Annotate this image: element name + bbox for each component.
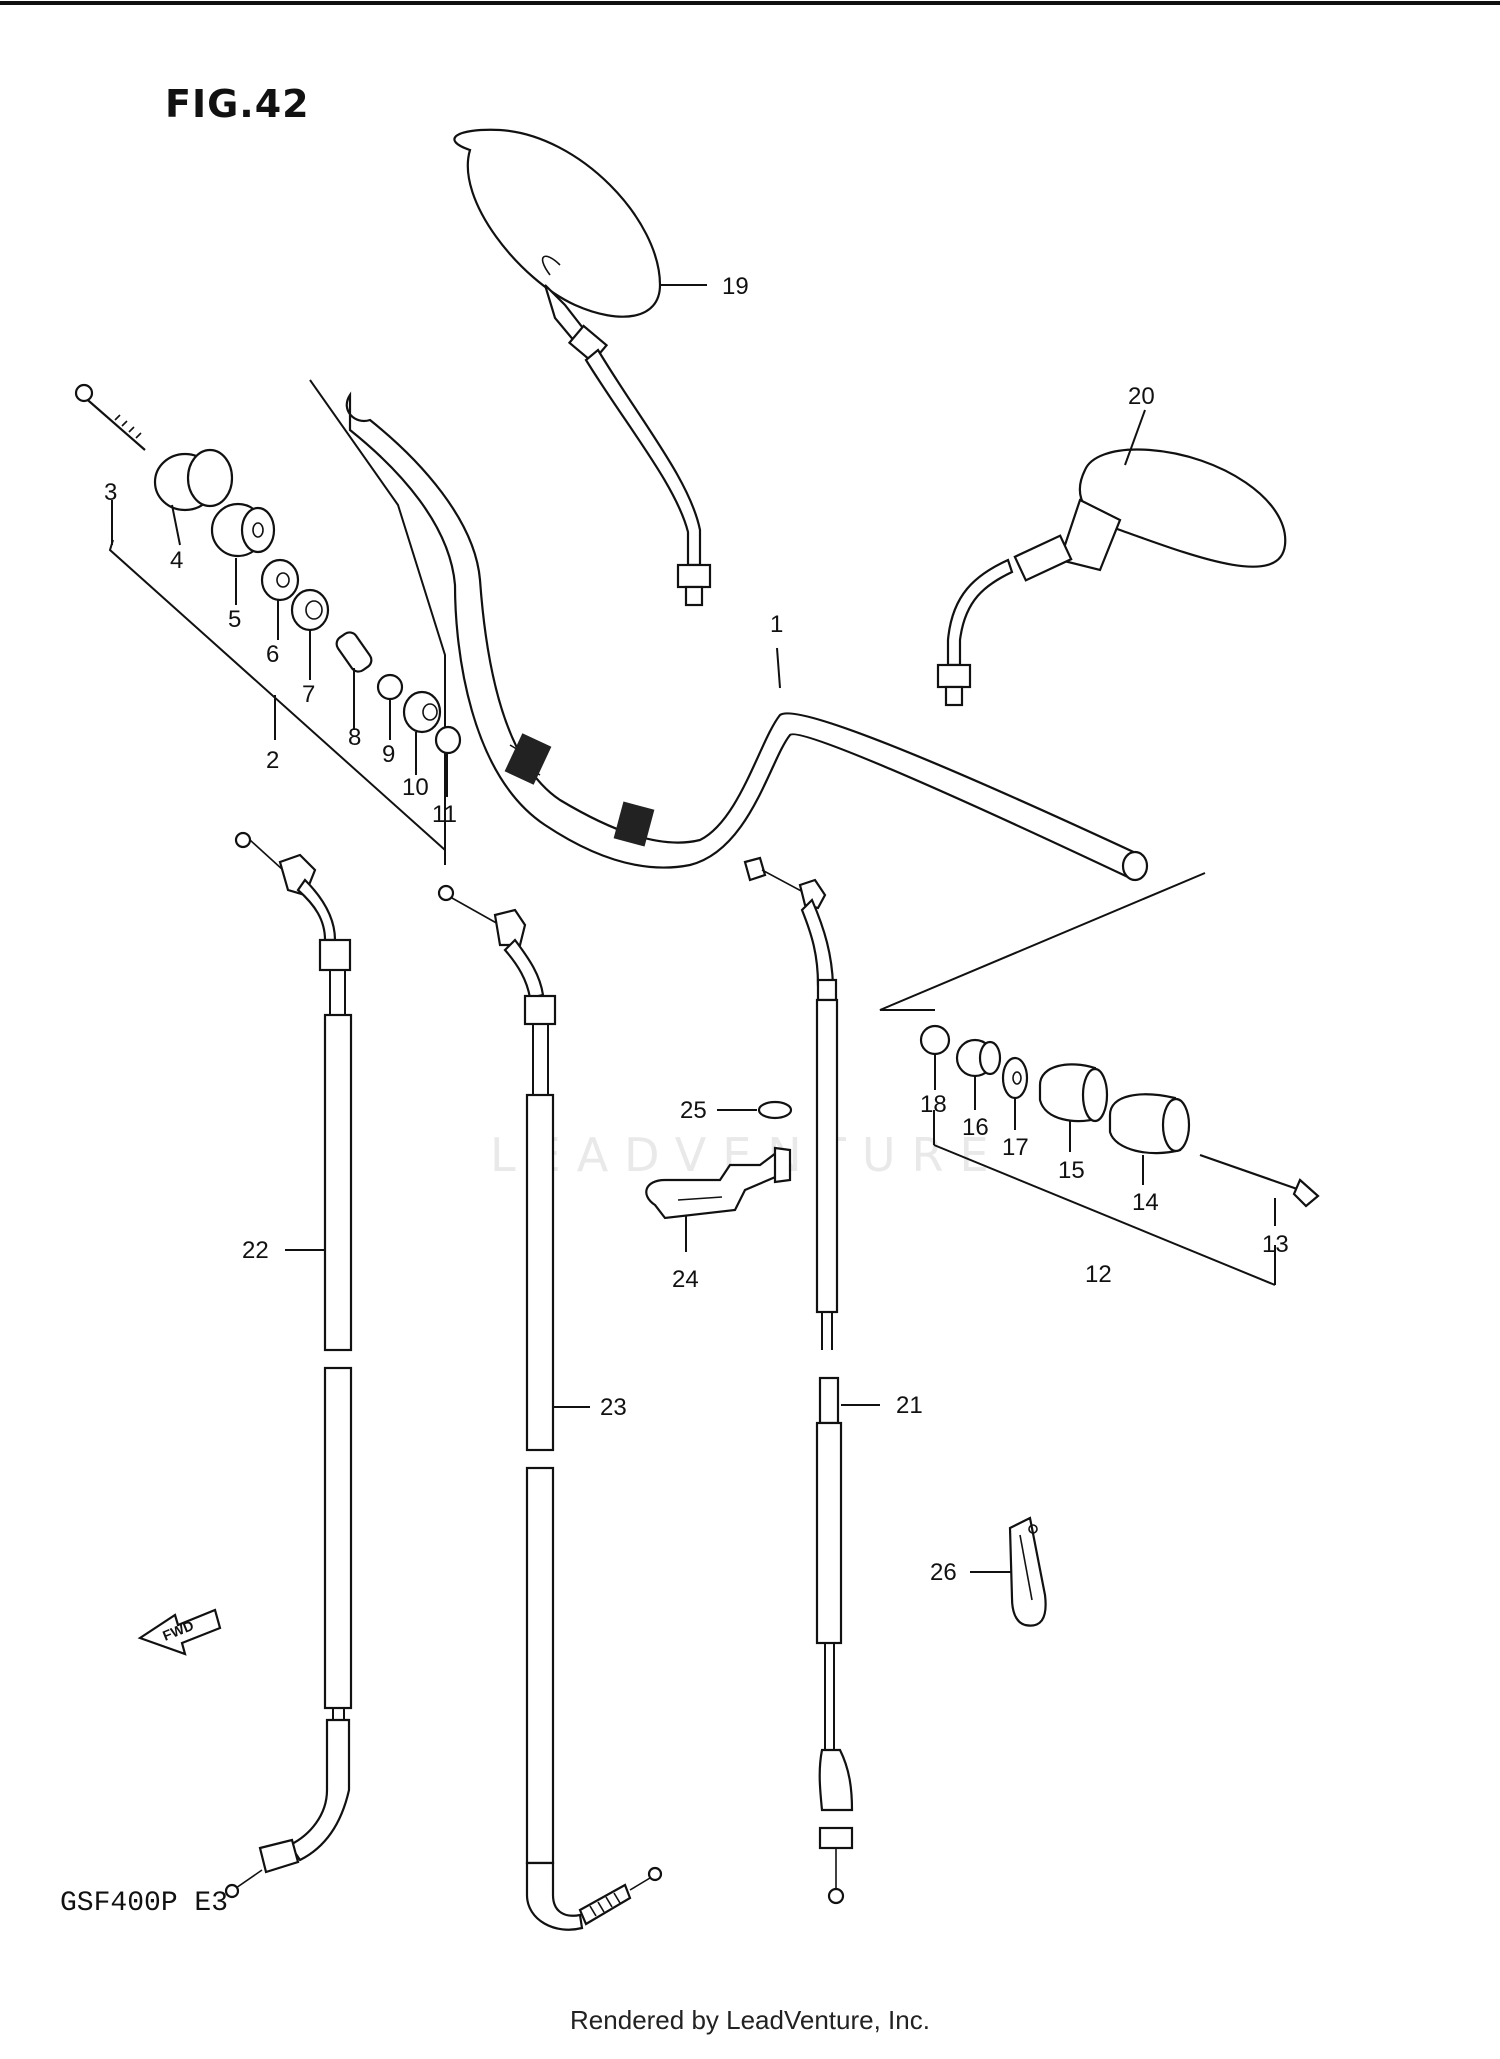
callout-12: 12 <box>1085 1261 1112 1288</box>
clutch-cable-21 <box>743 856 854 1905</box>
callout-17: 17 <box>1002 1134 1029 1161</box>
callout-3: 3 <box>104 479 117 506</box>
callout-14: 14 <box>1132 1189 1159 1216</box>
throttle-cable-22 <box>224 831 353 1899</box>
callout-2: 2 <box>266 747 279 774</box>
callout-11: 11 <box>432 801 457 828</box>
callout-10: 10 <box>402 774 429 801</box>
callout-22: 22 <box>242 1237 269 1264</box>
render-credit: Rendered by LeadVenture, Inc. <box>570 2005 930 2035</box>
callout-21: 21 <box>896 1392 923 1419</box>
callout-6: 6 <box>266 641 279 668</box>
callout-23: 23 <box>600 1394 627 1421</box>
callout-15: 15 <box>1058 1157 1085 1184</box>
callout-8: 8 <box>348 724 361 751</box>
callout-4: 4 <box>170 547 183 574</box>
forward-arrow-icon: FWD <box>137 1608 222 1656</box>
cable-clamp-26 <box>1008 1516 1047 1627</box>
model-code: GSF400P E3 <box>60 1888 229 1919</box>
callout-16: 16 <box>962 1114 989 1141</box>
callout-9: 9 <box>382 741 395 768</box>
callout-26: 26 <box>930 1559 957 1586</box>
callout-1: 1 <box>770 611 783 638</box>
mirror-left-19 <box>453 128 712 607</box>
right-balancer-assembly <box>879 872 1320 1286</box>
handlebar-1 <box>345 391 1149 882</box>
callout-19: 19 <box>722 273 749 300</box>
throttle-cable-23 <box>437 884 663 1931</box>
callout-20: 20 <box>1128 383 1155 410</box>
callout-7: 7 <box>302 681 315 708</box>
callout-13: 13 <box>1262 1231 1289 1258</box>
callout-18: 18 <box>920 1091 947 1118</box>
figure-title: FIG.42 <box>165 82 310 126</box>
callout-labels: 1 2 3 4 5 6 7 8 9 10 11 12 13 14 15 16 1… <box>104 273 1289 1586</box>
leader-lines <box>111 284 1276 1573</box>
callout-24: 24 <box>672 1266 699 1293</box>
cable-guide-24 <box>645 1100 793 1220</box>
callout-5: 5 <box>228 606 241 633</box>
callout-25: 25 <box>680 1097 707 1124</box>
mirror-right-20 <box>936 448 1287 707</box>
left-balancer-assembly <box>74 379 462 865</box>
